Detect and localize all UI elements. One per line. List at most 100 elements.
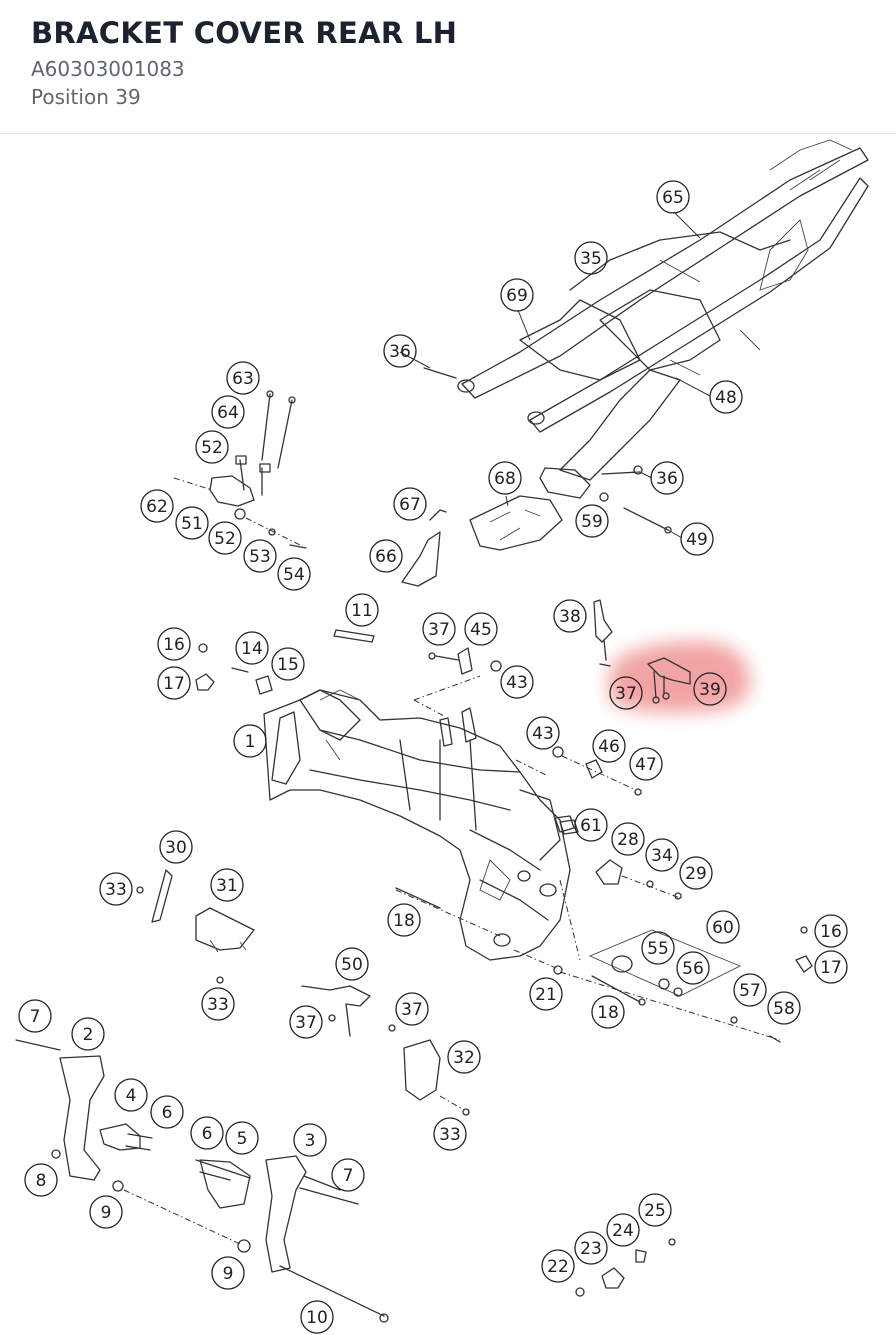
callout-circle	[679, 856, 713, 890]
callout-circle	[293, 1123, 327, 1157]
callout-17[interactable]: 17	[814, 950, 848, 984]
callout-64[interactable]: 64	[211, 395, 245, 429]
callout-22[interactable]: 22	[541, 1249, 575, 1283]
callout-5[interactable]: 5	[225, 1121, 259, 1155]
callout-54[interactable]: 54	[277, 557, 311, 591]
callout-39[interactable]: 39	[693, 672, 727, 706]
callout-29[interactable]: 29	[679, 856, 713, 890]
callout-number: 51	[181, 514, 203, 534]
callout-69[interactable]: 69	[500, 278, 534, 312]
callout-11[interactable]: 11	[345, 593, 379, 627]
callout-4[interactable]: 4	[114, 1078, 148, 1112]
callout-33[interactable]: 33	[433, 1117, 467, 1151]
callout-28[interactable]: 28	[611, 822, 645, 856]
callout-24[interactable]: 24	[606, 1213, 640, 1247]
callout-37[interactable]: 37	[289, 1005, 323, 1039]
callout-32[interactable]: 32	[447, 1040, 481, 1074]
callout-38[interactable]: 38	[553, 599, 587, 633]
callout-circle	[592, 729, 626, 763]
callout-circle	[300, 1300, 334, 1334]
callout-43[interactable]: 43	[500, 665, 534, 699]
callout-18[interactable]: 18	[591, 995, 625, 1029]
callout-number: 69	[506, 286, 528, 306]
callout-68[interactable]: 68	[488, 461, 522, 495]
callout-52[interactable]: 52	[208, 521, 242, 555]
callout-number: 62	[146, 497, 168, 517]
callout-17[interactable]: 17	[157, 666, 191, 700]
callout-58[interactable]: 58	[767, 991, 801, 1025]
callout-47[interactable]: 47	[629, 747, 663, 781]
callout-50[interactable]: 50	[335, 947, 369, 981]
callout-35[interactable]: 35	[574, 241, 608, 275]
callout-leaders	[399, 211, 711, 539]
callout-number: 37	[295, 1013, 317, 1033]
callout-30[interactable]: 30	[159, 830, 193, 864]
callout-65[interactable]: 65	[656, 180, 690, 214]
callout-8[interactable]: 8	[24, 1163, 58, 1197]
callout-number: 22	[547, 1257, 569, 1277]
callout-circle	[210, 868, 244, 902]
callout-7[interactable]: 7	[331, 1158, 365, 1192]
callout-49[interactable]: 49	[680, 522, 714, 556]
callout-16[interactable]: 16	[814, 914, 848, 948]
callout-25[interactable]: 25	[638, 1193, 672, 1227]
callout-16[interactable]: 16	[157, 627, 191, 661]
callout-67[interactable]: 67	[393, 487, 427, 521]
callout-circle	[225, 1121, 259, 1155]
callout-33[interactable]: 33	[99, 872, 133, 906]
callout-number: 43	[532, 724, 554, 744]
callout-36[interactable]: 36	[383, 334, 417, 368]
callout-37[interactable]: 37	[422, 612, 456, 646]
callout-37[interactable]: 37	[609, 676, 643, 710]
callout-circle	[277, 557, 311, 591]
part-title: BRACKET COVER REAR LH	[31, 16, 458, 50]
callout-66[interactable]: 66	[369, 539, 403, 573]
callout-43[interactable]: 43	[526, 716, 560, 750]
callout-18[interactable]: 18	[387, 903, 421, 937]
callout-9[interactable]: 9	[89, 1195, 123, 1229]
callout-15[interactable]: 15	[271, 647, 305, 681]
callout-36[interactable]: 36	[650, 461, 684, 495]
callout-51[interactable]: 51	[175, 506, 209, 540]
side-cover-drawing	[136, 869, 470, 1116]
callout-number: 25	[644, 1201, 666, 1221]
callout-3[interactable]: 3	[293, 1123, 327, 1157]
callout-number: 15	[277, 655, 299, 675]
callout-45[interactable]: 45	[464, 612, 498, 646]
callout-59[interactable]: 59	[575, 504, 609, 538]
callout-1[interactable]: 1	[233, 724, 267, 758]
callout-number: 21	[535, 985, 557, 1005]
callout-10[interactable]: 10	[300, 1300, 334, 1334]
callout-23[interactable]: 23	[574, 1231, 608, 1265]
callout-9[interactable]: 9	[211, 1256, 245, 1290]
callout-7[interactable]: 7	[18, 999, 52, 1033]
callout-6[interactable]: 6	[150, 1095, 184, 1129]
callout-6[interactable]: 6	[190, 1116, 224, 1150]
callout-number: 33	[439, 1125, 461, 1145]
callout-31[interactable]: 31	[210, 868, 244, 902]
part-position: Position 39	[31, 85, 141, 109]
callout-14[interactable]: 14	[235, 631, 269, 665]
callout-62[interactable]: 62	[140, 489, 174, 523]
callout-number: 58	[773, 999, 795, 1019]
callout-number: 63	[232, 369, 254, 389]
callout-34[interactable]: 34	[645, 838, 679, 872]
callout-33[interactable]: 33	[201, 987, 235, 1021]
callout-63[interactable]: 63	[226, 361, 260, 395]
callout-number: 10	[306, 1308, 328, 1328]
callout-46[interactable]: 46	[592, 729, 626, 763]
callout-circle	[814, 914, 848, 948]
callout-circle	[541, 1249, 575, 1283]
callout-37[interactable]: 37	[395, 992, 429, 1026]
callout-61[interactable]: 61	[574, 808, 608, 842]
callout-48[interactable]: 48	[709, 380, 743, 414]
callout-circle	[638, 1193, 672, 1227]
callout-52[interactable]: 52	[195, 430, 229, 464]
callout-2[interactable]: 2	[71, 1017, 105, 1051]
callout-60[interactable]: 60	[706, 910, 740, 944]
callout-56[interactable]: 56	[676, 951, 710, 985]
callout-57[interactable]: 57	[733, 973, 767, 1007]
callout-21[interactable]: 21	[529, 977, 563, 1011]
callout-53[interactable]: 53	[243, 539, 277, 573]
callout-55[interactable]: 55	[641, 931, 675, 965]
